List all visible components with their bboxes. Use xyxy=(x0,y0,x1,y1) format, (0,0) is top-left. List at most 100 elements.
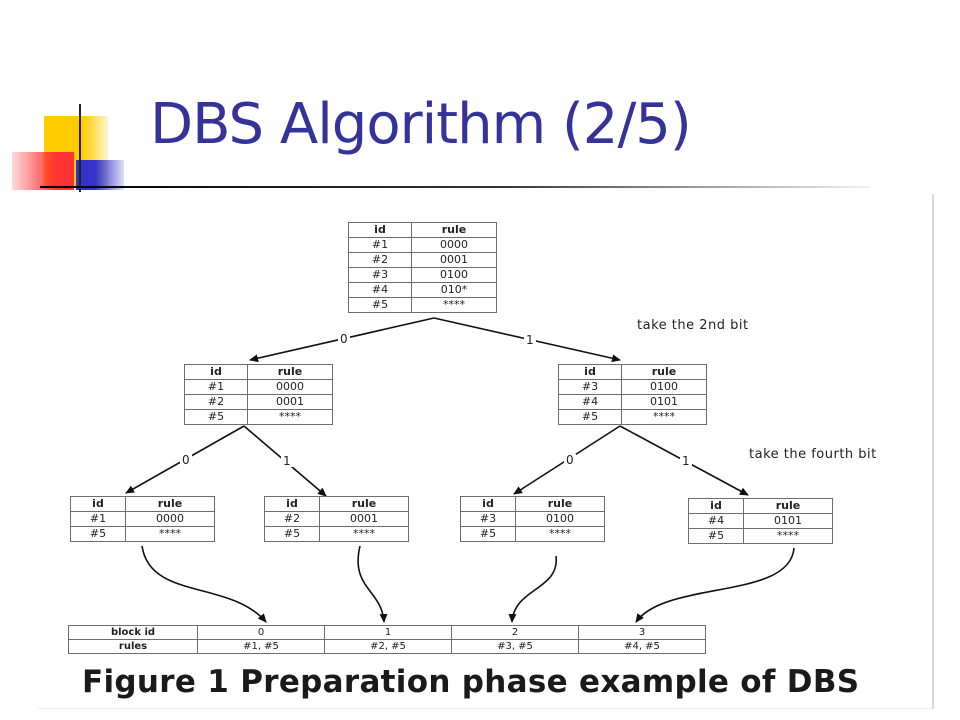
block-rules-cell: #3, #5 xyxy=(451,639,579,654)
header-id: id xyxy=(184,364,248,380)
block-id-cell: 1 xyxy=(324,625,452,640)
table-row: #5**** xyxy=(348,297,497,313)
cell-rule: **** xyxy=(247,409,333,425)
edge-label-root-left: 0 xyxy=(338,332,350,346)
edge-label-left-leaf1: 0 xyxy=(180,453,192,467)
edge-label-left-leaf2: 1 xyxy=(281,454,293,468)
decor-vertical-line xyxy=(79,104,81,192)
block-rules-cell: #4, #5 xyxy=(578,639,706,654)
cell-rule: 0000 xyxy=(125,511,215,527)
cell-id: #4 xyxy=(688,513,744,529)
cell-rule: 0001 xyxy=(411,252,497,268)
block-id-cell: 2 xyxy=(451,625,579,640)
header-rule: rule xyxy=(125,496,215,512)
cell-rule: 0101 xyxy=(743,513,833,529)
table-row: #5**** xyxy=(460,526,605,542)
block-table: block id 0 1 2 3 rules #1, #5 #2, #5 #3,… xyxy=(68,625,706,654)
cell-id: #5 xyxy=(264,526,320,542)
header-rule: rule xyxy=(621,364,707,380)
cell-rule: 0001 xyxy=(247,394,333,410)
row-label-block-id: block id xyxy=(68,625,198,640)
header-id: id xyxy=(688,498,744,514)
header-id: id xyxy=(558,364,622,380)
cell-id: #2 xyxy=(184,394,248,410)
cell-id: #5 xyxy=(688,528,744,544)
block-rules-cell: #2, #5 xyxy=(324,639,452,654)
cell-rule: 0001 xyxy=(319,511,409,527)
curve-leaf1-block0 xyxy=(141,545,267,623)
cell-rule: **** xyxy=(125,526,215,542)
decor-blue-square xyxy=(76,160,124,190)
table-row: #5**** xyxy=(264,526,409,542)
table-row: #5**** xyxy=(688,528,833,544)
header-id: id xyxy=(264,496,320,512)
cell-rule: 0000 xyxy=(411,237,497,253)
edge-label-root-right: 1 xyxy=(524,333,536,347)
edge-label-right-leaf3: 0 xyxy=(564,453,576,467)
cell-id: #5 xyxy=(70,526,126,542)
cell-rule: 0101 xyxy=(621,394,707,410)
header-rule: rule xyxy=(743,498,833,514)
cell-rule: 0100 xyxy=(515,511,605,527)
curve-leaf4-block3 xyxy=(635,547,795,623)
header-rule: rule xyxy=(515,496,605,512)
cell-id: #5 xyxy=(558,409,622,425)
curve-leaf2-block1 xyxy=(357,545,388,623)
table-row: #5**** xyxy=(184,409,333,425)
table-row: #5**** xyxy=(558,409,707,425)
title-underline xyxy=(40,186,870,188)
decor-red-bar xyxy=(12,152,74,190)
figure-caption: Figure 1 Preparation phase example of DB… xyxy=(82,664,860,700)
note-fourth-bit: take the fourth bit xyxy=(749,447,877,462)
cell-id: #3 xyxy=(558,379,622,395)
cell-rule: **** xyxy=(621,409,707,425)
cell-id: #4 xyxy=(558,394,622,410)
row-label-rules: rules xyxy=(68,639,198,654)
cell-rule: 0100 xyxy=(411,267,497,283)
cell-id: #5 xyxy=(348,297,412,313)
cell-id: #1 xyxy=(184,379,248,395)
cell-id: #5 xyxy=(184,409,248,425)
block-id-cell: 0 xyxy=(197,625,325,640)
cell-rule: 0100 xyxy=(621,379,707,395)
cell-rule: 010* xyxy=(411,282,497,298)
cell-rule: **** xyxy=(319,526,409,542)
cell-id: #3 xyxy=(460,511,516,527)
cell-id: #2 xyxy=(348,252,412,268)
header-id: id xyxy=(70,496,126,512)
edge-label-right-leaf4: 1 xyxy=(680,454,692,468)
block-rules-cell: #1, #5 xyxy=(197,639,325,654)
cell-id: #1 xyxy=(348,237,412,253)
cell-id: #3 xyxy=(348,267,412,283)
cell-id: #1 xyxy=(70,511,126,527)
header-id: id xyxy=(348,222,412,238)
header-rule: rule xyxy=(247,364,333,380)
header-rule: rule xyxy=(319,496,409,512)
curve-leaf3-block2 xyxy=(508,555,557,623)
table-row: #5**** xyxy=(70,526,215,542)
cell-rule: **** xyxy=(743,528,833,544)
block-id-cell: 3 xyxy=(578,625,706,640)
